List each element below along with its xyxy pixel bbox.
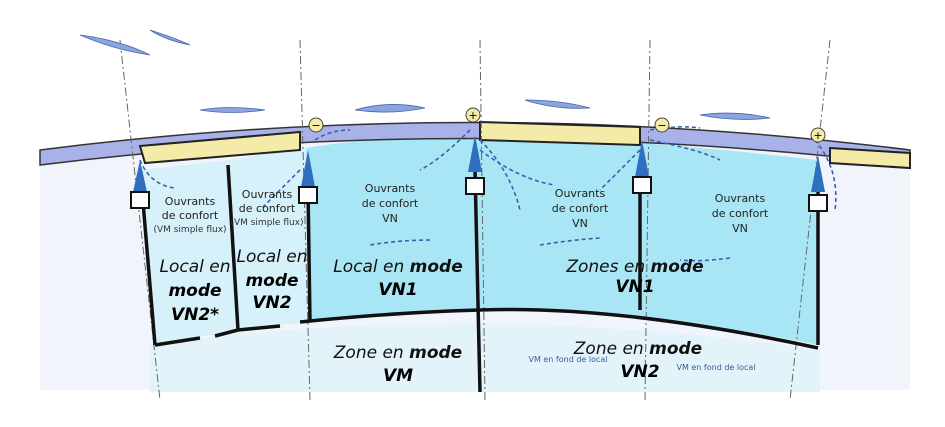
window — [479, 120, 641, 147]
zone-label-vm: Zone en mode VM — [333, 343, 462, 386]
bottom-zone — [150, 323, 820, 392]
zone-label-zones-vn1: Zones en mode VN1 — [565, 257, 703, 297]
svg-text:Zones en mode: Zones en mode — [565, 257, 703, 277]
vm-note: VM en fond de local — [676, 363, 755, 372]
local-vn2-area — [228, 148, 310, 330]
opening-label: Ouvrants de confort VN — [552, 187, 609, 230]
minus-symbol: − — [657, 119, 666, 132]
svg-text:de confort: de confort — [162, 209, 219, 222]
svg-text:VM: VM — [383, 366, 413, 386]
zone-label-vn2: Zone en mode VN2 — [573, 339, 702, 382]
svg-text:VN1: VN1 — [615, 277, 654, 297]
plus-symbol: + — [468, 109, 477, 122]
opening-label: Ouvrants de confort (VM simple flux) — [153, 195, 226, 235]
zone-label-local-vn2-star: Local en mode VN2* — [160, 257, 231, 325]
svg-text:de confort: de confort — [239, 202, 296, 215]
svg-text:de confort: de confort — [362, 197, 419, 210]
svg-text:Ouvrants: Ouvrants — [555, 187, 606, 200]
svg-text:(VM simple flux): (VM simple flux) — [153, 225, 226, 235]
svg-text:Ouvrants: Ouvrants — [165, 195, 216, 208]
svg-text:VN: VN — [572, 217, 588, 230]
svg-text:VN2: VN2 — [620, 362, 659, 382]
vn1-zone-area — [306, 136, 818, 345]
window — [829, 146, 911, 170]
svg-text:VN1: VN1 — [378, 280, 417, 300]
svg-text:Zone en mode: Zone en mode — [333, 343, 462, 363]
svg-text:Ouvrants: Ouvrants — [242, 188, 293, 201]
airflow-arrows — [139, 126, 837, 262]
svg-text:Local en: Local en — [237, 247, 308, 267]
svg-text:mode: mode — [168, 281, 221, 301]
wind-streaks — [79, 29, 771, 120]
minus-symbol: − — [311, 119, 320, 132]
svg-text:VN2*: VN2* — [171, 305, 219, 325]
svg-text:Local en mode: Local en mode — [333, 257, 463, 277]
windows — [138, 120, 911, 170]
zone-label-local-vn2: Local en mode VN2 — [237, 247, 308, 313]
opening-label: Ouvrants de confort VN — [712, 192, 769, 235]
grid-lines — [119, 39, 831, 401]
zone-label-local-vn1: Local en mode VN1 — [333, 257, 463, 300]
svg-text:VN2: VN2 — [252, 293, 291, 313]
svg-text:de confort: de confort — [712, 207, 769, 220]
svg-text:(VM simple flux): (VM simple flux) — [230, 218, 303, 228]
svg-text:mode: mode — [245, 271, 298, 291]
plus-symbol: + — [813, 129, 822, 142]
svg-text:VN: VN — [382, 212, 398, 225]
columns — [130, 135, 828, 212]
svg-text:Ouvrants: Ouvrants — [365, 182, 416, 195]
svg-text:Zone en mode: Zone en mode — [573, 339, 702, 359]
local-vn2-star-area — [142, 160, 238, 345]
opening-label: Ouvrants de confort (VM simple flux) — [230, 188, 303, 228]
window — [138, 130, 301, 165]
svg-text:Local en: Local en — [160, 257, 231, 277]
partitions — [140, 164, 820, 393]
svg-text:VN: VN — [732, 222, 748, 235]
pressure-symbols: − + − + — [308, 107, 826, 143]
vm-note: VM en fond de local — [528, 355, 607, 364]
svg-text:Ouvrants: Ouvrants — [715, 192, 766, 205]
svg-text:de confort: de confort — [552, 202, 609, 215]
opening-label: Ouvrants de confort VN — [362, 182, 419, 225]
